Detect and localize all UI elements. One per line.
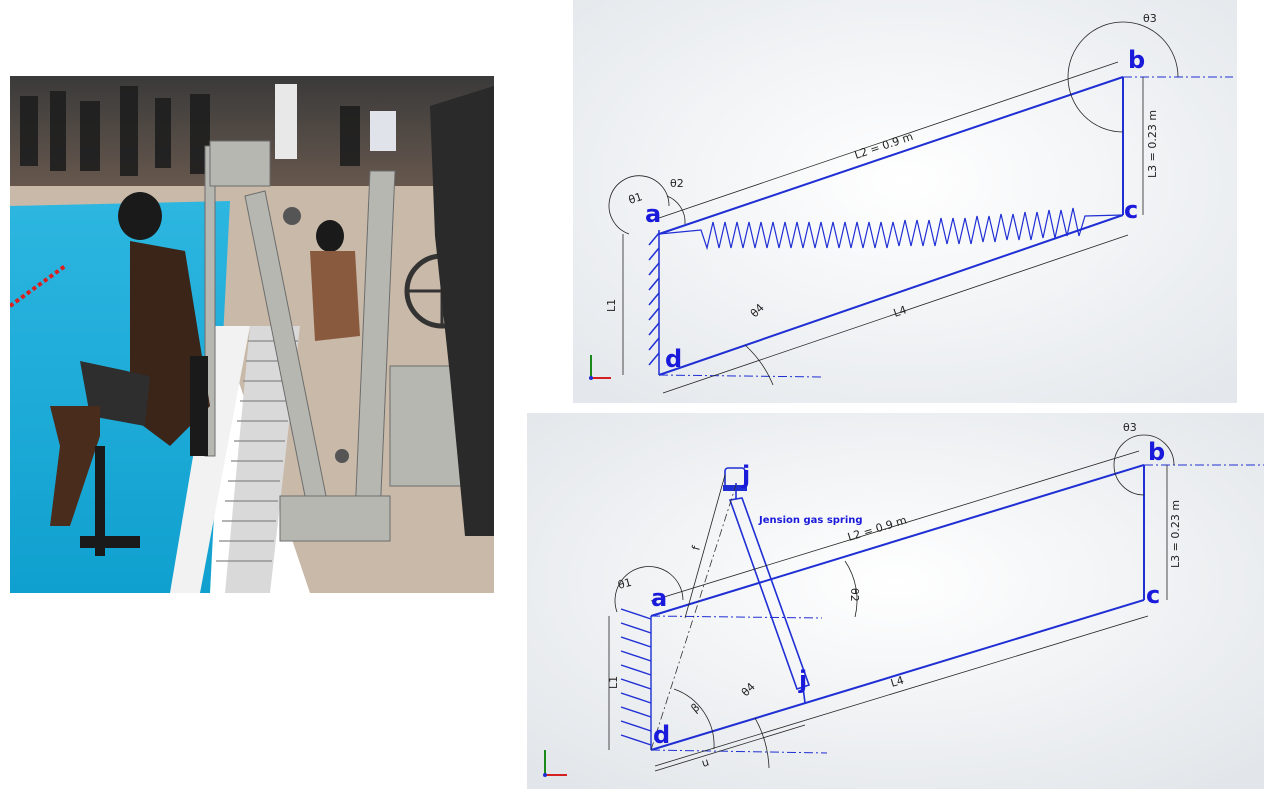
dim-L4-label: L4 xyxy=(892,303,909,320)
theta1-label: θ1 xyxy=(627,190,644,207)
dim-L2-line xyxy=(650,450,1140,602)
dim-f-label: f xyxy=(689,543,703,551)
linkage-diagram-gas-spring-svg: a b c d j j Jension gas spring θ1 θ2 θ3 … xyxy=(527,413,1264,789)
diagram-background xyxy=(573,0,1237,403)
dim-L4-line xyxy=(662,234,1129,394)
arc-theta2 xyxy=(844,560,858,618)
ground-hatch xyxy=(620,608,652,750)
theta1-label: θ1 xyxy=(616,576,633,592)
ground-hatch xyxy=(648,230,660,375)
pulley-top xyxy=(283,207,301,225)
theta3-label: θ3 xyxy=(1123,421,1137,434)
arc-theta4 xyxy=(744,344,774,386)
link-ab xyxy=(650,464,1145,617)
arc-theta1 xyxy=(608,175,670,235)
linkage-diagram-spring: a b c d θ1 θ2 θ3 θ4 L1 L2 = 0.9 m L3 = 0… xyxy=(573,0,1237,403)
arc-theta4 xyxy=(754,717,770,769)
point-b-label: b xyxy=(1148,438,1165,466)
dim-L4-line xyxy=(654,615,1149,767)
point-a-label: a xyxy=(645,200,661,228)
pulley-bottom xyxy=(335,449,349,463)
dim-L1-label: L1 xyxy=(605,299,618,312)
dim-L4-label: L4 xyxy=(889,674,905,690)
operator xyxy=(430,86,494,536)
spectator-white-shirt xyxy=(275,84,297,159)
theta3-label: θ3 xyxy=(1143,12,1157,25)
arc-theta2 xyxy=(666,195,686,225)
drain-grate xyxy=(225,326,300,593)
link-dc xyxy=(658,214,1124,376)
arc-theta3 xyxy=(1067,21,1179,133)
point-j-top-label: j xyxy=(741,461,750,489)
person-on-lift-chair xyxy=(50,192,210,556)
ref-line-d xyxy=(650,749,828,754)
dim-L2-line xyxy=(658,61,1119,219)
dim-L3-label: L3 = 0.23 m xyxy=(1146,110,1159,178)
poolside-lift-photo xyxy=(10,76,494,593)
construction-line-d-j xyxy=(650,484,737,751)
axis-triad xyxy=(589,355,611,380)
person-background xyxy=(310,220,360,341)
point-b-label: b xyxy=(1128,46,1145,74)
compression-spring xyxy=(658,207,1124,251)
arc-theta1 xyxy=(614,566,684,613)
point-c-label: c xyxy=(1124,196,1138,224)
dim-f-line xyxy=(684,474,726,619)
point-j-bottom-label: j xyxy=(798,666,807,694)
point-d-label: d xyxy=(653,721,670,749)
ref-line-a xyxy=(650,615,823,619)
lane-rope xyxy=(10,264,67,308)
dim-L3-label: L3 = 0.23 m xyxy=(1169,500,1182,568)
linkage-diagram-gas-spring: a b c d j j Jension gas spring θ1 θ2 θ3 … xyxy=(527,413,1264,789)
point-d-label: d xyxy=(665,345,682,373)
arc-beta xyxy=(673,688,715,750)
dim-L1-label: L1 xyxy=(607,676,620,689)
container xyxy=(370,111,396,151)
gas-spring-label: Jension gas spring xyxy=(758,515,863,526)
link-dc xyxy=(650,599,1145,751)
arc-theta3 xyxy=(1113,434,1175,496)
linkage-diagram-spring-svg: a b c d θ1 θ2 θ3 θ4 L1 L2 = 0.9 m L3 = 0… xyxy=(573,0,1237,403)
ref-line-d xyxy=(658,374,824,378)
theta2-label: θ2 xyxy=(670,177,684,190)
point-a-label: a xyxy=(651,584,667,612)
pool-coping xyxy=(170,326,250,593)
theta2-label: θ2 xyxy=(848,588,861,602)
poolside-lift-photo-illustration xyxy=(10,76,494,593)
dim-u-label: u xyxy=(700,755,710,769)
axis-triad xyxy=(543,750,567,777)
link-ab xyxy=(658,76,1124,235)
dim-u-line xyxy=(654,724,806,772)
point-c-label: c xyxy=(1146,581,1160,609)
